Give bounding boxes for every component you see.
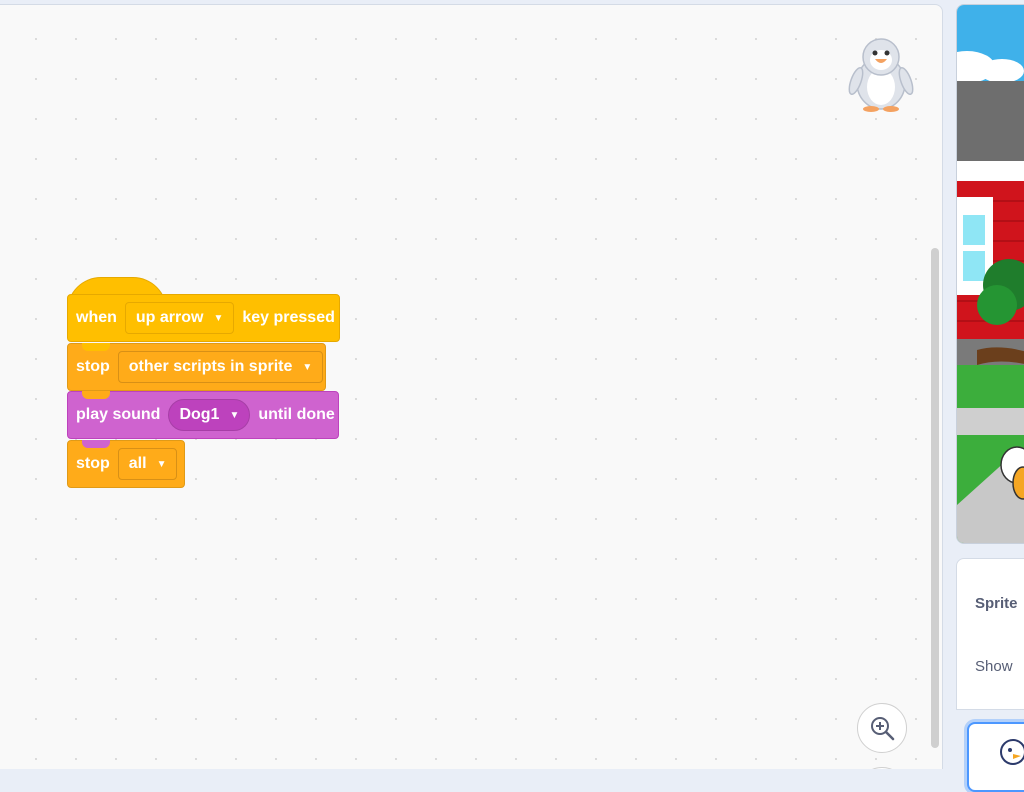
stop-all-block[interactable]: stop all ▼ bbox=[67, 440, 185, 488]
stop-option-value: other scripts in sprite bbox=[128, 358, 293, 375]
when-key-pressed-block[interactable]: when up arrow ▼ key pressed bbox=[67, 294, 340, 342]
penguin-icon bbox=[1000, 739, 1024, 765]
key-dropdown-value: up arrow bbox=[135, 309, 204, 326]
sprite-name-label: Sprite bbox=[975, 595, 1018, 612]
workspace-scrollbar[interactable] bbox=[931, 248, 939, 748]
key-pressed-label: key pressed bbox=[242, 309, 335, 326]
key-dropdown[interactable]: up arrow ▼ bbox=[124, 302, 235, 334]
stop-option-dropdown[interactable]: all ▼ bbox=[117, 448, 178, 480]
sprite-tile-penguin[interactable] bbox=[967, 722, 1024, 792]
chevron-down-icon: ▼ bbox=[213, 312, 224, 324]
block-notch bbox=[82, 391, 110, 399]
until-done-label: until done bbox=[258, 406, 335, 423]
stop-label: stop bbox=[76, 455, 110, 472]
sprite-info-panel: Sprite Show bbox=[956, 558, 1024, 710]
zoom-in-icon bbox=[871, 717, 895, 741]
chevron-down-icon: ▼ bbox=[229, 409, 240, 421]
penguin-sprite-icon bbox=[848, 38, 914, 112]
zoom-out-button[interactable] bbox=[857, 767, 907, 769]
stop-option-value: all bbox=[128, 455, 147, 472]
stop-option-dropdown[interactable]: other scripts in sprite ▼ bbox=[117, 351, 324, 383]
stage-backdrop bbox=[957, 5, 1024, 543]
sound-dropdown-value: Dog1 bbox=[179, 406, 220, 423]
stage[interactable] bbox=[956, 4, 1024, 544]
play-sound-until-done-block[interactable]: play sound Dog1 ▼ until done bbox=[67, 391, 339, 439]
show-label: Show bbox=[975, 658, 1013, 675]
stop-other-scripts-block[interactable]: stop other scripts in sprite ▼ bbox=[67, 343, 326, 391]
play-sound-label: play sound bbox=[76, 406, 161, 423]
block-notch bbox=[82, 343, 110, 351]
chevron-down-icon: ▼ bbox=[302, 361, 313, 373]
code-workspace[interactable]: when up arrow ▼ key pressed stop other s… bbox=[0, 4, 943, 769]
sprite-list bbox=[956, 710, 1024, 792]
when-label: when bbox=[76, 309, 117, 326]
sound-dropdown[interactable]: Dog1 ▼ bbox=[168, 399, 251, 431]
chevron-down-icon: ▼ bbox=[156, 458, 167, 470]
block-notch bbox=[82, 440, 110, 448]
zoom-in-button[interactable] bbox=[857, 703, 907, 753]
stop-label: stop bbox=[76, 358, 110, 375]
